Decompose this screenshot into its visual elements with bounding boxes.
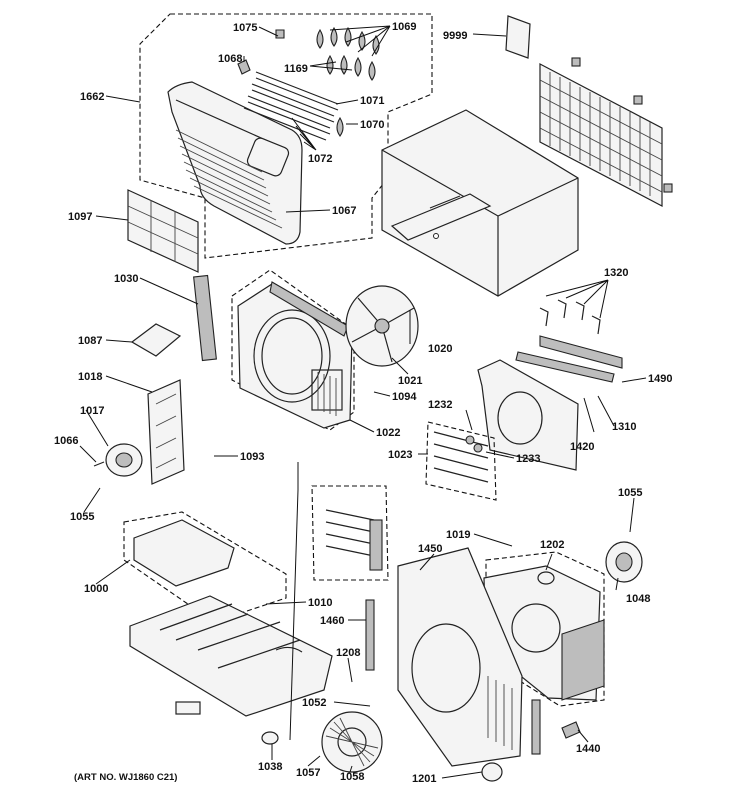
label-1202: 1202 (540, 539, 564, 551)
condenser-shroud-group (231, 269, 355, 431)
label-1038: 1038 (258, 761, 282, 773)
label-1068: 1068 (218, 53, 242, 65)
label-9999: 9999 (443, 30, 467, 42)
condenser-fan-1021 (345, 285, 419, 367)
label-1208: 1208 (336, 647, 360, 659)
front-grille-group (127, 13, 433, 273)
air-filter-1097 (127, 189, 199, 273)
label-1017: 1017 (80, 405, 104, 417)
label-1070: 1070 (360, 119, 384, 131)
label-1072: 1072 (308, 153, 332, 165)
label-1233: 1233 (516, 453, 540, 465)
label-1048: 1048 (626, 593, 650, 605)
side-bulkhead (477, 299, 623, 471)
label-1087: 1087 (78, 335, 102, 347)
coil-1023 (425, 421, 497, 501)
art-number-caption: (ART NO. WJ1860 C21) (74, 772, 177, 783)
label-1460: 1460 (320, 615, 344, 627)
motor-mount-1018 (147, 379, 185, 485)
leader-lines (79, 25, 647, 779)
blower-section (365, 547, 605, 767)
base-pan (123, 511, 333, 745)
cabinet-case (381, 109, 579, 297)
manual-9999 (505, 15, 531, 59)
label-1021: 1021 (398, 375, 422, 387)
label-1201: 1201 (412, 773, 436, 785)
part-1202 (537, 571, 555, 585)
label-1058: 1058 (340, 771, 364, 783)
bracket-1030 (193, 274, 217, 362)
part-1440 (561, 721, 581, 739)
blower-motor-1048 (605, 541, 643, 583)
label-1440: 1440 (576, 743, 600, 755)
label-1662: 1662 (80, 91, 104, 103)
label-1093: 1093 (240, 451, 264, 463)
label-1069: 1069 (392, 21, 416, 33)
label-1052: 1052 (302, 697, 326, 709)
part-1087 (130, 323, 182, 357)
label-1030: 1030 (114, 273, 138, 285)
label-1000: 1000 (84, 583, 108, 595)
label-1055-upper: 1055 (618, 487, 642, 499)
label-1023: 1023 (388, 449, 412, 461)
label-1066: 1066 (54, 435, 78, 447)
label-1010: 1010 (308, 597, 332, 609)
blower-wheel-1058 (321, 711, 383, 773)
label-1232: 1232 (428, 399, 452, 411)
rear-grille (539, 57, 673, 207)
label-1071: 1071 (360, 95, 384, 107)
label-1022: 1022 (376, 427, 400, 439)
label-1020: 1020 (428, 343, 452, 355)
label-1420: 1420 (570, 441, 594, 453)
label-1490: 1490 (648, 373, 672, 385)
label-1019: 1019 (446, 529, 470, 541)
label-1320: 1320 (604, 267, 628, 279)
label-1097: 1097 (68, 211, 92, 223)
label-1094: 1094 (392, 391, 417, 403)
label-1018: 1018 (78, 371, 102, 383)
label-1075: 1075 (233, 22, 257, 34)
fan-motor-1017 (93, 443, 143, 477)
label-1169: 1169 (284, 63, 308, 75)
label-1450: 1450 (418, 543, 442, 555)
label-1310: 1310 (612, 421, 636, 433)
label-1057: 1057 (296, 767, 320, 779)
heater-coil (311, 485, 389, 581)
label-1067: 1067 (332, 205, 356, 217)
part-1201 (481, 762, 503, 782)
part-labels: 1075 1069 9999 1068 1169 1662 1071 1070 … (54, 21, 672, 785)
label-1055-lower: 1055 (70, 511, 94, 523)
